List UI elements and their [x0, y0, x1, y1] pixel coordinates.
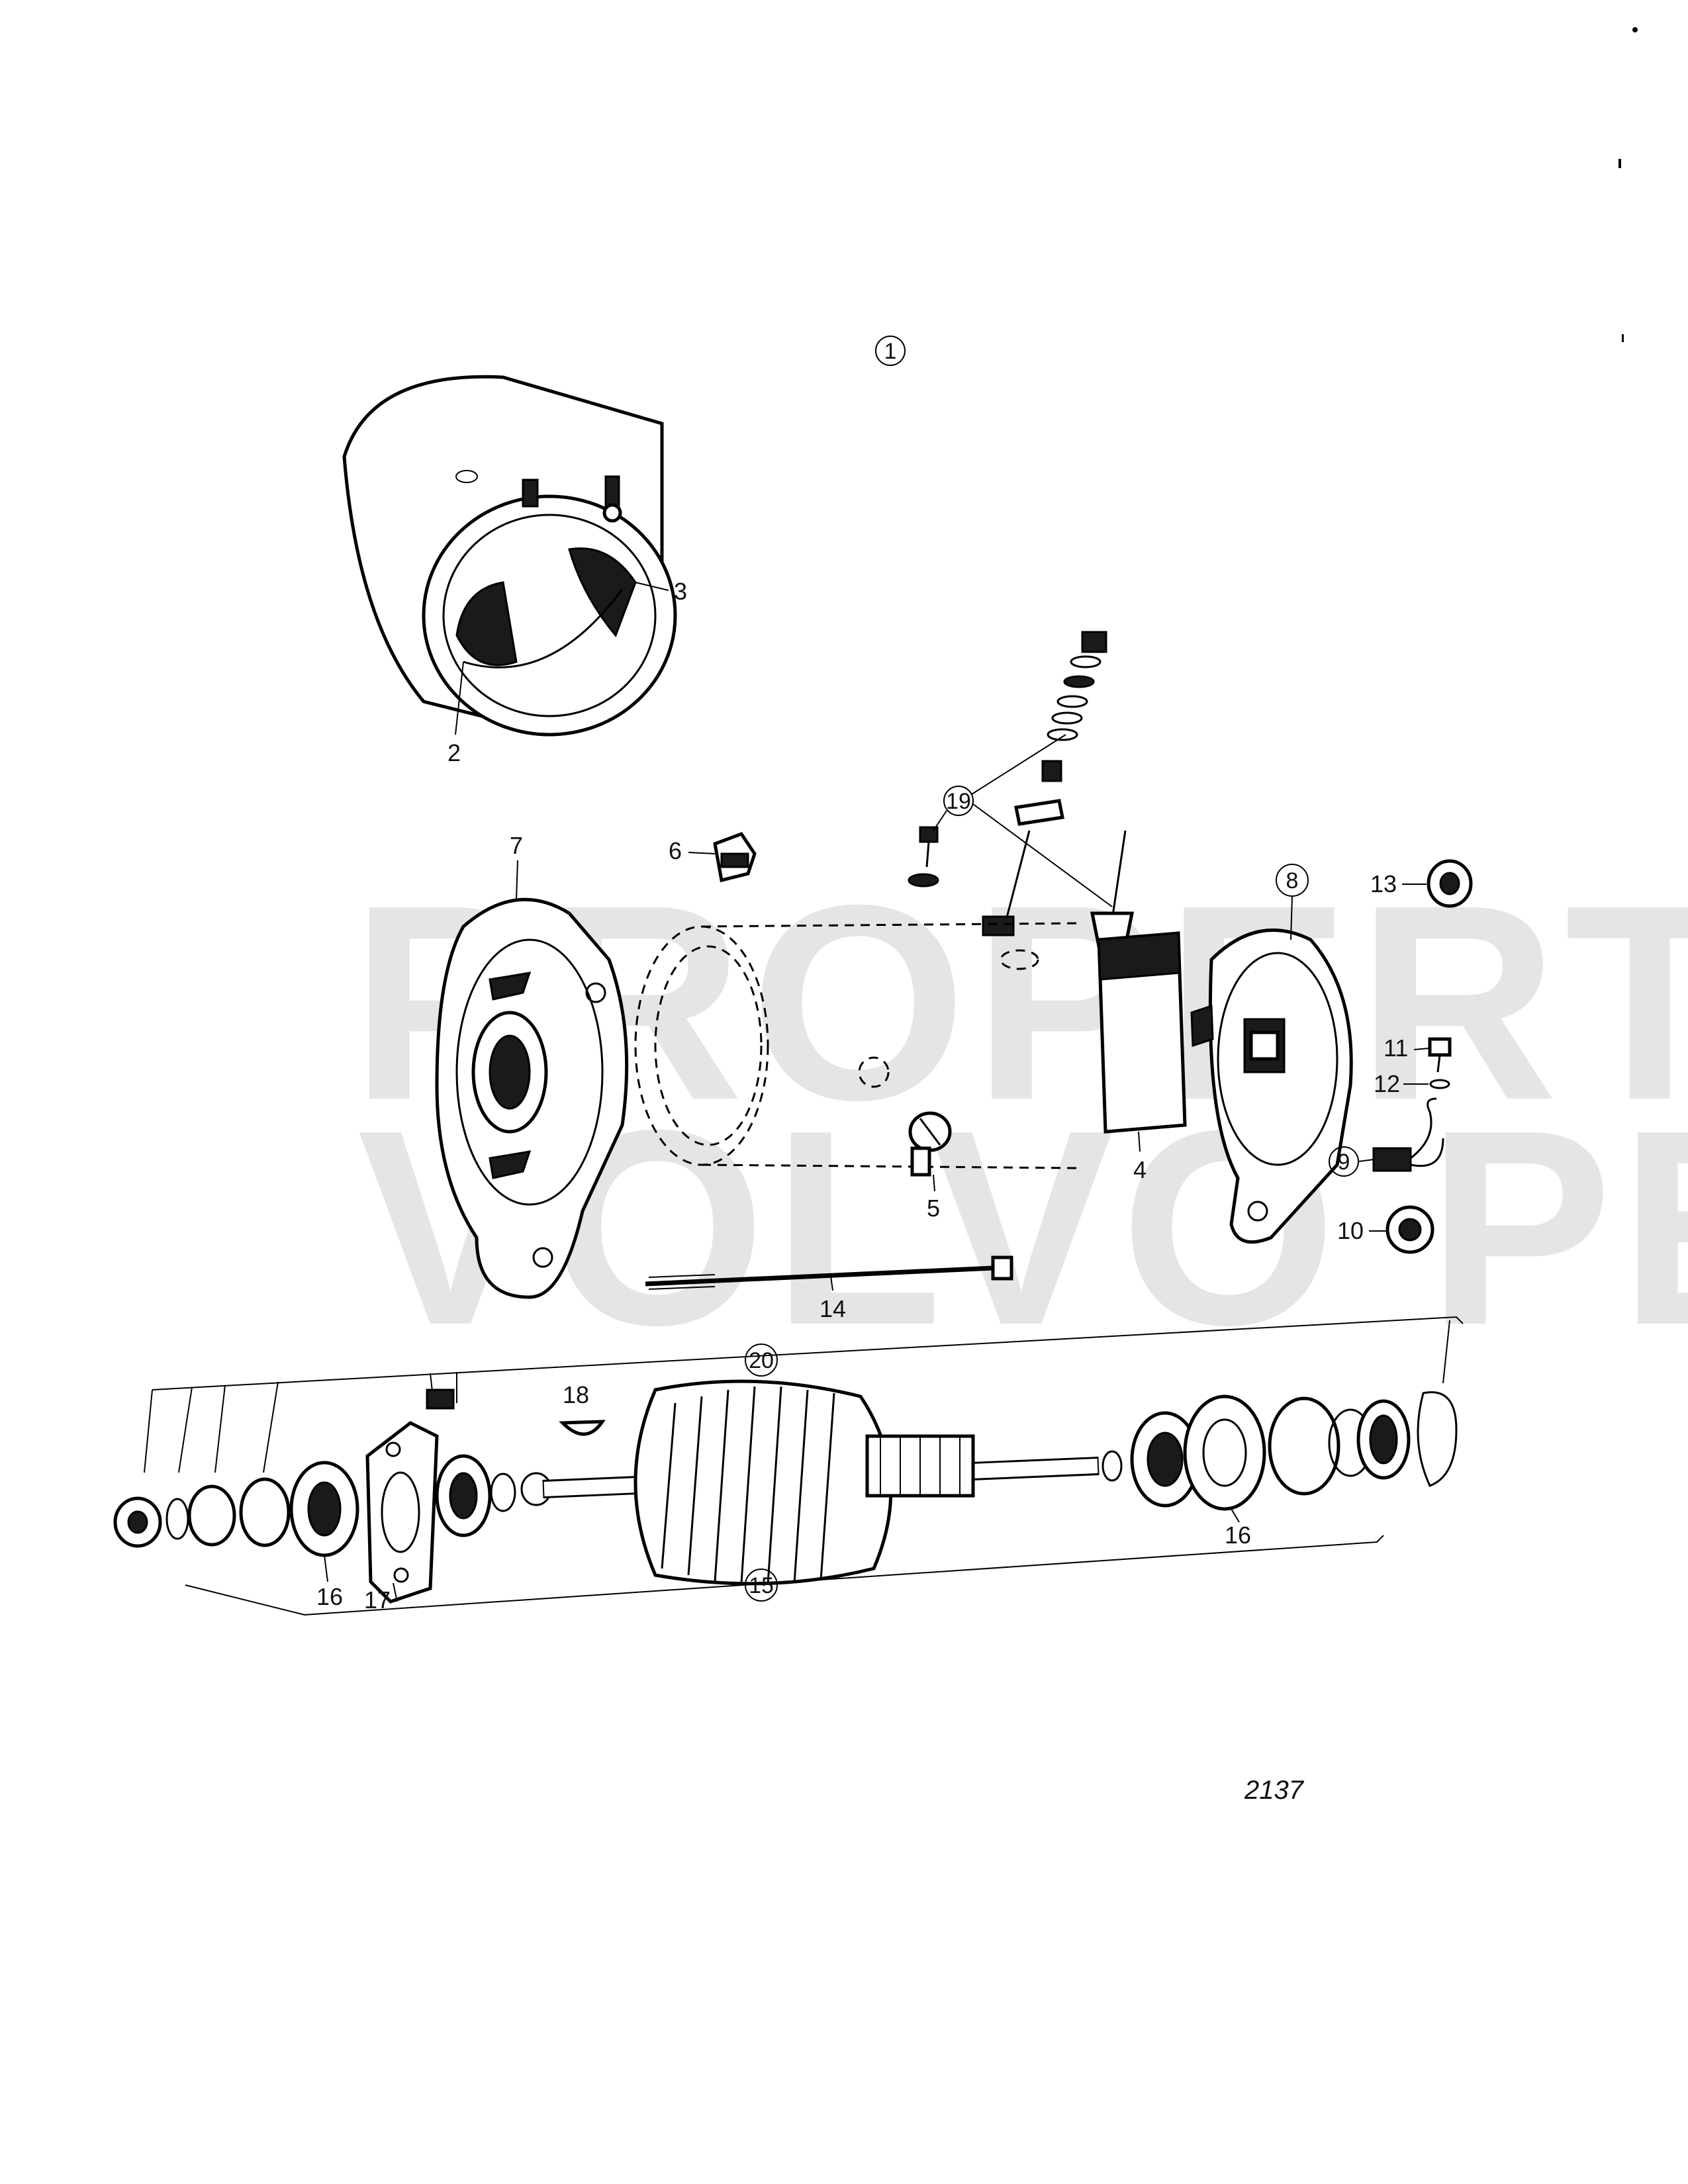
callout-17: 17	[364, 1582, 398, 1614]
callout-10-label: 10	[1337, 1217, 1364, 1244]
callout-13-label: 13	[1370, 870, 1397, 897]
part-11	[1428, 1037, 1452, 1073]
part-9	[1372, 1097, 1444, 1172]
callout-16b-label: 16	[1225, 1522, 1251, 1549]
callout-2: 2	[447, 661, 464, 766]
callout-6: 6	[669, 837, 716, 864]
callout-14-label: 14	[820, 1295, 846, 1322]
callout-12-label: 12	[1374, 1070, 1400, 1097]
callout-19-label: 19	[946, 789, 971, 814]
callout-8: 8	[1276, 864, 1309, 940]
callout-16a-label: 16	[316, 1583, 343, 1610]
callout-19: 19	[933, 734, 1113, 907]
part-5	[858, 1056, 952, 1177]
callout-9: 9	[1329, 1146, 1374, 1177]
drive-end-shield	[435, 897, 629, 1299]
callout-4-label: 4	[1133, 1156, 1147, 1183]
drawing-number: 2137	[1244, 1776, 1305, 1805]
terminal-stack	[908, 631, 1135, 948]
callout-16a: 16	[316, 1555, 343, 1610]
callout-16b: 16	[1225, 1508, 1251, 1549]
callout-7-label: 7	[510, 832, 523, 859]
callout-12: 12	[1374, 1070, 1429, 1097]
scan-specks	[1618, 27, 1638, 342]
callout-18-label: 18	[563, 1381, 589, 1408]
callout-15-label: 15	[749, 1573, 774, 1598]
callout-7: 7	[510, 832, 523, 901]
part-4	[1097, 931, 1187, 1134]
callout-3: 3	[635, 578, 687, 605]
callout-5: 5	[927, 1174, 940, 1222]
phantom-housing	[634, 922, 1080, 1169]
callout-11: 11	[1383, 1034, 1429, 1062]
callout-8-label: 8	[1286, 868, 1299, 893]
callout-17-label: 17	[364, 1586, 391, 1614]
callout-10: 10	[1337, 1217, 1387, 1244]
callout-20-label: 20	[749, 1348, 774, 1373]
callout-14: 14	[820, 1275, 846, 1322]
part-6	[713, 831, 757, 883]
callout-1-label: 1	[884, 339, 897, 364]
callout-6-label: 6	[669, 837, 682, 864]
callout-5-label: 5	[927, 1195, 940, 1222]
field-frame-housing	[342, 375, 677, 737]
callout-15: 15	[745, 1569, 778, 1602]
callout-20: 20	[745, 1343, 778, 1377]
armature-assembly	[113, 1379, 1458, 1604]
callout-2-label: 2	[447, 739, 461, 766]
part-14	[645, 1255, 1013, 1290]
callout-11-label: 11	[1383, 1034, 1408, 1062]
callout-4: 4	[1133, 1131, 1147, 1183]
callout-13: 13	[1370, 870, 1427, 897]
part-10	[1385, 1205, 1434, 1254]
commutator-end-shield	[1190, 928, 1353, 1244]
part-12	[1429, 1079, 1450, 1089]
callout-1: 1	[875, 336, 906, 366]
callout-18: 18	[563, 1381, 589, 1408]
callout-9-label: 9	[1338, 1150, 1350, 1175]
callout-15-bracket	[185, 1535, 1384, 1616]
part-13	[1427, 859, 1473, 908]
callout-3-label: 3	[674, 578, 687, 605]
